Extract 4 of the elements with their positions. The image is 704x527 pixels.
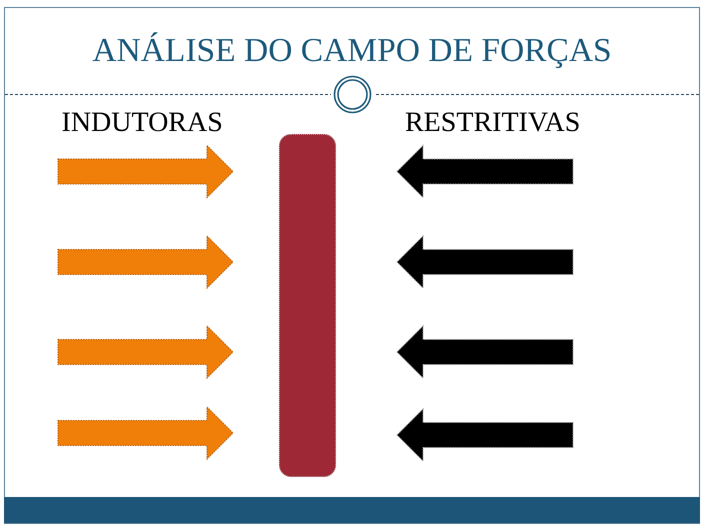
title: ANÁLISE DO CAMPO DE FORÇAS — [92, 34, 612, 67]
column-heading: INDUTORAS — [62, 108, 223, 136]
column-heading: RESTRITIVAS — [405, 108, 580, 136]
central-bar — [279, 134, 336, 477]
